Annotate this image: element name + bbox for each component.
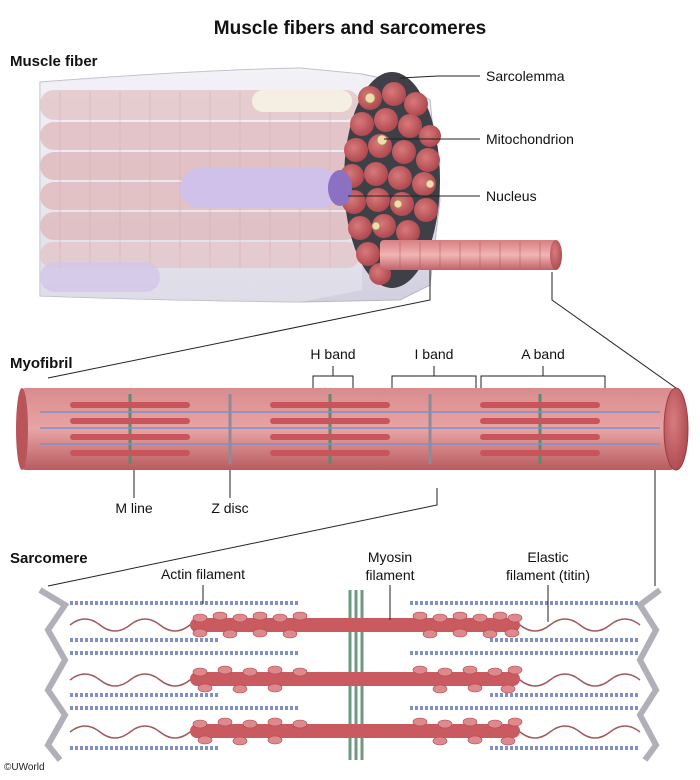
label-myosin-line2: filament	[365, 567, 415, 583]
section-sarcomere: Sarcomere	[10, 550, 88, 567]
myofibril-ends	[340, 82, 441, 285]
label-myosin-line1: Myosin	[367, 549, 413, 565]
section-myofibril: Myofibril	[10, 355, 73, 372]
label-m-line: M line	[115, 500, 153, 516]
label-elastic-line1: Elastic	[527, 549, 569, 565]
label-mitochondrion: Mitochondrion	[486, 131, 574, 147]
label-elastic-filament: Elastic filament (titin)	[478, 548, 618, 584]
label-h-band: H band	[310, 346, 356, 362]
copyright-text: ©UWorld	[4, 762, 45, 773]
diagram-title: Muscle fibers and sarcomeres	[213, 18, 487, 39]
label-myosin-filament: Myosin filament	[340, 548, 440, 584]
section-muscle-fiber: Muscle fiber	[10, 53, 98, 70]
label-actin-filament: Actin filament	[160, 566, 246, 582]
label-z-disc: Z disc	[211, 500, 249, 516]
mitochondria	[364, 92, 435, 231]
leader-lines-fiber	[47, 75, 677, 389]
myofibril	[16, 387, 689, 471]
label-a-band: A band	[521, 346, 565, 362]
sarcomere	[38, 587, 662, 762]
band-brackets	[47, 366, 656, 587]
label-nucleus: Nucleus	[486, 188, 537, 204]
leader-lines-sarcomere	[202, 585, 549, 622]
label-i-band: I band	[414, 346, 454, 362]
label-elastic-line2: filament (titin)	[505, 567, 591, 583]
muscle-fiber	[39, 67, 562, 303]
label-sarcolemma: Sarcolemma	[486, 68, 565, 84]
